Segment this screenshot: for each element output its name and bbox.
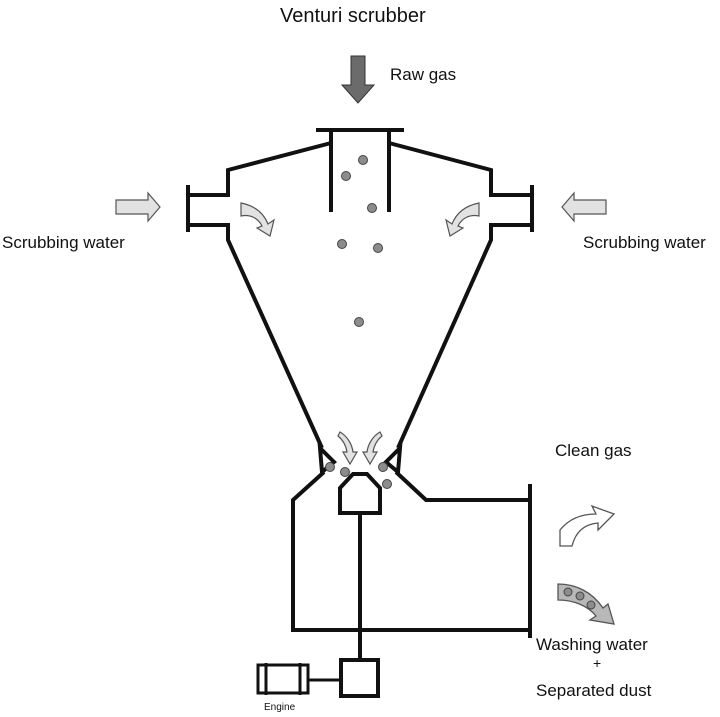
scrubbing-water-right-label: Scrubbing water [583,233,706,252]
throat-arrow-left [337,431,359,466]
clean-gas-arrow [559,504,616,547]
swirl-arrow-left [240,202,275,237]
dust-particles [325,155,392,489]
washing-water-particles [563,587,596,610]
engine-label: Engine [264,702,296,713]
washing-water-label: Washing water [536,635,648,654]
scrubbing-water-right-arrow [561,191,607,223]
throat-arrow-right [361,431,383,466]
separator-chamber [291,470,532,638]
scrubbing-water-left-label: Scrubbing water [2,233,125,252]
clean-gas-label: Clean gas [555,441,632,460]
scrubber-body [186,141,534,449]
drive-box [339,658,380,698]
raw-gas-label: Raw gas [390,65,457,84]
plus-label: + [593,655,602,671]
diagram-title: Venturi scrubber [280,5,426,27]
deflector-cone [338,472,382,515]
separated-dust-label: Separated dust [536,681,652,700]
swirl-arrow-right [445,202,480,237]
raw-gas-arrow [340,55,376,104]
engine [256,663,341,695]
scrubbing-water-left-arrow [115,191,161,223]
